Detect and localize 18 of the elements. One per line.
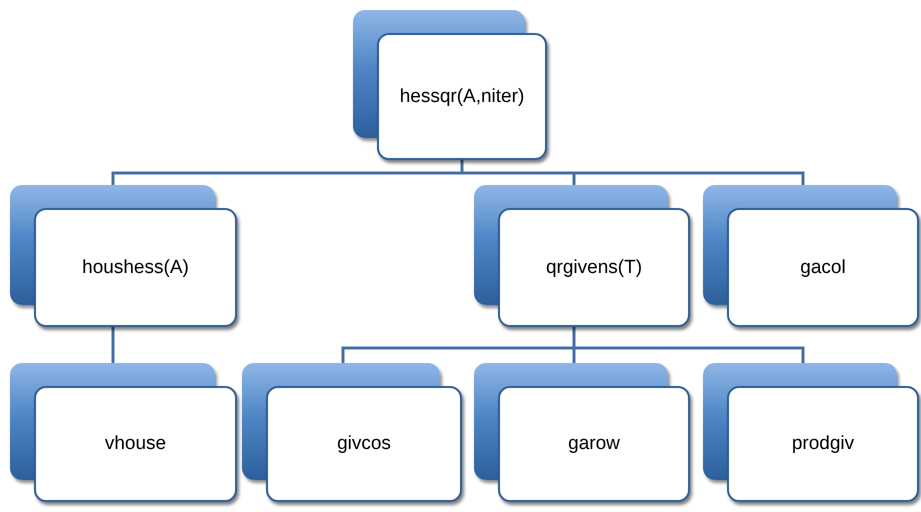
node-label: prodgiv	[792, 433, 854, 455]
stacked-box	[703, 363, 919, 502]
node-label: givcos	[337, 433, 391, 455]
node-label: vhouse	[104, 433, 166, 455]
node-label: gacol	[800, 256, 846, 278]
node-label: houshess(A)	[82, 256, 189, 278]
stacked-box	[703, 185, 919, 327]
node-label: qrgivens(T)	[546, 256, 642, 278]
stacked-box	[474, 185, 690, 327]
node-label: garow	[568, 433, 620, 455]
connector-line	[460, 160, 804, 185]
stacked-box	[242, 363, 462, 502]
connector-line	[112, 327, 114, 363]
node-label: hessqr(A,niter)	[400, 86, 524, 108]
stacked-box	[10, 185, 237, 327]
stacked-box	[474, 363, 690, 502]
stacked-box	[353, 10, 547, 160]
stacked-box	[10, 363, 237, 502]
